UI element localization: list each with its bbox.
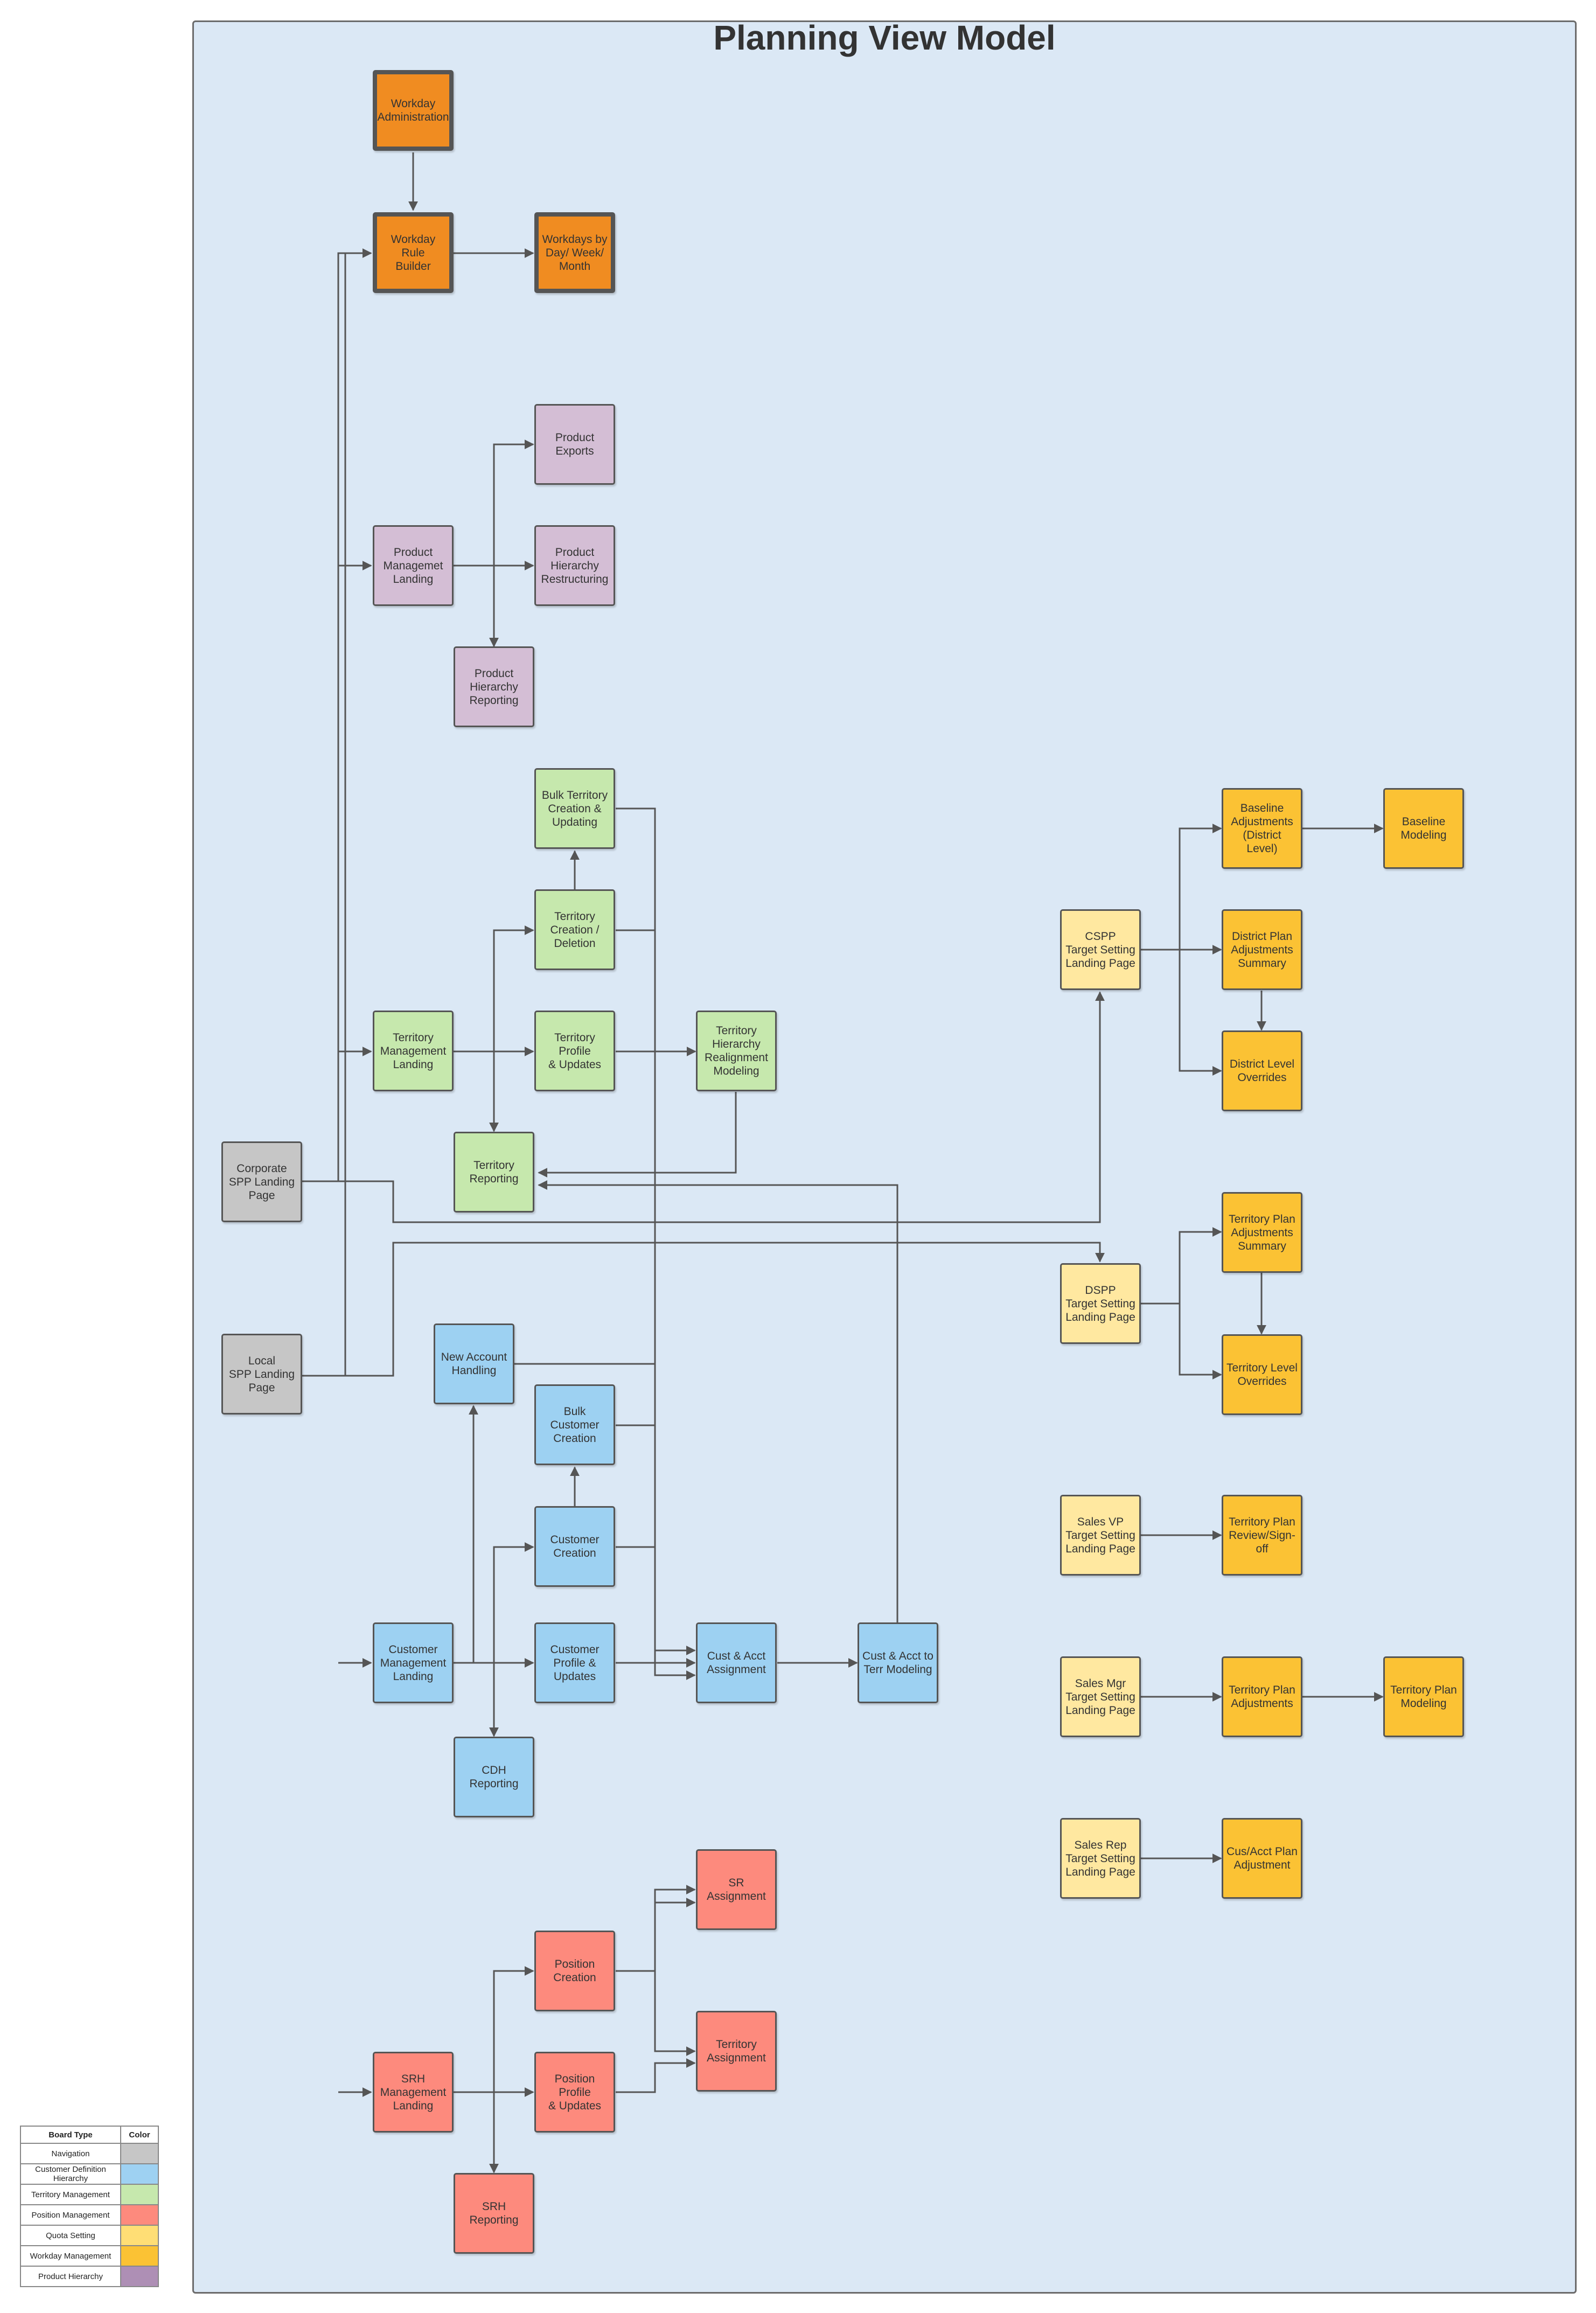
node-cspp-target-setting[interactable]: CSPP Target Setting Landing Page (1060, 909, 1141, 990)
node-customer-creation[interactable]: Customer Creation (534, 1506, 615, 1587)
legend-label-workday-management: Workday Management (20, 2245, 121, 2267)
node-territory-plan-review[interactable]: Territory Plan Review/Sign-off (1222, 1495, 1302, 1576)
legend-label-product-hierarchy: Product Hierarchy (20, 2266, 121, 2287)
edge-cspp-baseline (1141, 824, 1222, 951)
node-workdays-by-day-week-month[interactable]: Workdays by Day/ Week/ Month (534, 212, 615, 293)
node-territory-profile-updates[interactable]: Territory Profile & Updates (534, 1011, 615, 1091)
diagram-title: Planning View Model (713, 18, 1056, 57)
node-territory-level-overrides[interactable]: Territory Level Overrides (1222, 1334, 1302, 1415)
legend-swatch-navigation (120, 2143, 159, 2164)
node-cdh-reporting[interactable]: CDH Reporting (454, 1737, 534, 1817)
edge-cspp-overrides (1179, 950, 1222, 1076)
edge-custprofile-assign (616, 1662, 696, 1680)
node-workday-administration[interactable]: Workday Administration (373, 70, 454, 151)
node-customer-management-landing[interactable]: Customer Management Landing (373, 1622, 454, 1703)
legend-table: Board Type Color Navigation Customer Def… (20, 2126, 159, 2287)
node-sales-rep-target-setting[interactable]: Sales Rep Target Setting Landing Page (1060, 1818, 1141, 1899)
node-sales-vp-target-setting[interactable]: Sales VP Target Setting Landing Page (1060, 1495, 1141, 1576)
legend-label-position-management: Position Management (20, 2204, 121, 2226)
node-territory-creation-deletion[interactable]: Territory Creation / Deletion (534, 889, 615, 970)
node-customer-profile-updates[interactable]: Customer Profile & Updates (534, 1622, 615, 1703)
node-srh-management-landing[interactable]: SRH Management Landing (373, 2052, 454, 2133)
edge-srh-positioncreation (493, 1966, 534, 2092)
node-product-management-landing[interactable]: Product Managemet Landing (373, 525, 454, 606)
node-local-spp-landing[interactable]: Local SPP Landing Page (221, 1334, 302, 1415)
node-district-plan-summary[interactable]: District Plan Adjustments Summary (1222, 909, 1302, 990)
node-position-profile-updates[interactable]: Position Profile & Updates (534, 2052, 615, 2133)
edge-custcreation-assign (616, 1546, 696, 1668)
node-baseline-modeling[interactable]: Baseline Modeling (1383, 788, 1464, 869)
node-position-creation[interactable]: Position Creation (534, 1931, 615, 2011)
node-cust-acct-assignment[interactable]: Cust & Acct Assignment (696, 1622, 777, 1703)
legend-label-territory-management: Territory Management (20, 2184, 121, 2205)
node-srh-reporting[interactable]: SRH Reporting (454, 2173, 534, 2254)
node-baseline-adjustments[interactable]: Baseline Adjustments (District Level) (1222, 788, 1302, 869)
node-new-account-handling[interactable]: New Account Handling (434, 1323, 514, 1404)
node-bulk-customer-creation[interactable]: Bulk Customer Creation (534, 1384, 615, 1465)
legend-swatch-territory-management (120, 2184, 159, 2205)
node-product-exports[interactable]: Product Exports (534, 404, 615, 485)
edge-terrmodel-reporting (538, 1180, 898, 1622)
edge-posprofile-terr (616, 2058, 696, 2093)
edge-product-exports (493, 440, 534, 566)
legend-swatch-workday-management (120, 2245, 159, 2267)
legend-header-color: Color (120, 2126, 159, 2144)
edge-local-dspp (302, 1242, 1105, 1377)
legend-label-customer-definition: Customer Definition Hierarchy (20, 2163, 121, 2185)
edge-customer-creation (493, 1542, 534, 1663)
edge-realignment-reporting (538, 1092, 737, 1178)
node-workday-rule-builder[interactable]: Workday Rule Builder (373, 212, 454, 293)
legend-swatch-quota-setting (120, 2225, 159, 2246)
node-territory-plan-modeling[interactable]: Territory Plan Modeling (1383, 1656, 1464, 1737)
node-territory-plan-adjustments[interactable]: Territory Plan Adjustments (1222, 1656, 1302, 1737)
edge-bulkterr-assign (616, 807, 696, 1655)
node-sr-assignment[interactable]: SR Assignment (696, 1849, 777, 1930)
node-territory-reporting[interactable]: Territory Reporting (454, 1132, 534, 1213)
edge-poscreation-terr (654, 1971, 696, 2056)
edge-corp-cspp (302, 991, 1105, 1223)
legend-swatch-customer-definition (120, 2163, 159, 2185)
node-product-hierarchy-restructuring[interactable]: Product Hierarchy Restructuring (534, 525, 615, 606)
diagram-frame (192, 20, 1577, 2294)
node-territory-management-landing[interactable]: Territory Management Landing (373, 1011, 454, 1091)
edge-territory-creation (493, 925, 534, 1051)
node-product-hierarchy-reporting[interactable]: Product Hierarchy Reporting (454, 646, 534, 727)
edge-poscreation-sr (616, 1885, 696, 1972)
legend-swatch-position-management (120, 2204, 159, 2226)
edge-dspp-terrsummary (1141, 1227, 1222, 1305)
node-dspp-target-setting[interactable]: DSPP Target Setting Landing Page (1060, 1263, 1141, 1344)
node-territory-assignment[interactable]: Territory Assignment (696, 2011, 777, 2092)
legend-swatch-product-hierarchy (120, 2266, 159, 2287)
node-bulk-territory-creation[interactable]: Bulk Territory Creation & Updating (534, 768, 615, 849)
node-corporate-spp-landing[interactable]: Corporate SPP Landing Page (221, 1141, 302, 1222)
edge-dspp-terroverrides (1179, 1304, 1222, 1380)
node-sales-mgr-target-setting[interactable]: Sales Mgr Target Setting Landing Page (1060, 1656, 1141, 1737)
node-territory-hierarchy-realignment[interactable]: Territory Hierarchy Realignment Modeling (696, 1011, 777, 1091)
edge-corporate-rule (302, 248, 372, 1182)
node-territory-plan-summary[interactable]: Territory Plan Adjustments Summary (1222, 1192, 1302, 1273)
node-district-level-overrides[interactable]: District Level Overrides (1222, 1030, 1302, 1111)
legend-header-board-type: Board Type (20, 2126, 121, 2144)
legend-label-quota-setting: Quota Setting (20, 2225, 121, 2246)
node-cus-acct-plan-adjustment[interactable]: Cus/Acct Plan Adjustment (1222, 1818, 1302, 1899)
legend-label-navigation: Navigation (20, 2143, 121, 2164)
node-cust-acct-terr-modeling[interactable]: Cust & Acct to Terr Modeling (858, 1622, 938, 1703)
